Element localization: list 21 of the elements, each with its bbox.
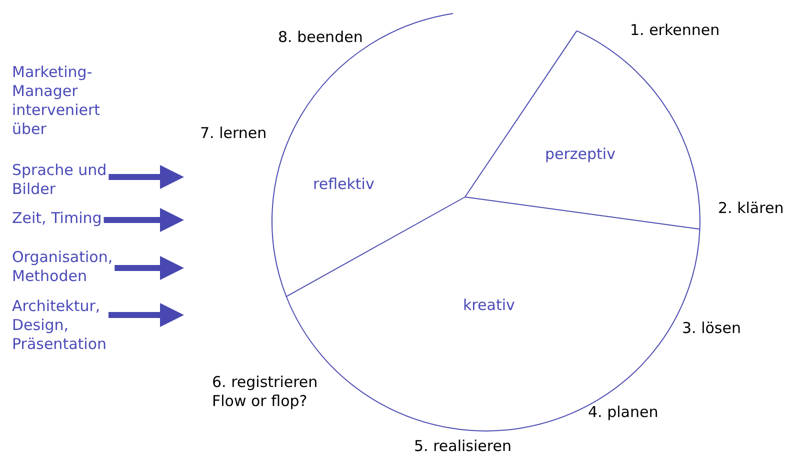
intervention-label: Architektur, Design, Präsentation [12,297,108,354]
sector-label: kreativ [463,296,515,315]
step-label: 6. registrieren [212,373,318,392]
arrow [108,303,184,327]
step-label: 2. klären [718,199,784,218]
intervention-label: Sprache und Bilder [12,161,108,199]
step-label: 3. lösen [682,319,741,338]
intervention-label: Organisation, Methoden [12,248,114,286]
heading-note: Marketing-Manager interveniert über [12,63,102,139]
step-label: 4. planen [588,403,658,422]
intervention-label: Zeit, Timing [12,209,102,228]
step-label: 5. realisieren [414,437,512,453]
sector-label: perzeptiv [545,145,616,164]
step-label: 1. erkennen [630,21,720,40]
step-label: Flow or flop? [212,392,308,411]
sector-label: reflektiv [313,175,374,194]
arrow [114,256,184,280]
arrow [104,208,184,232]
step-label: 8. beenden [278,28,363,47]
step-label: 7. lernen [200,124,267,143]
arrow [108,165,184,189]
